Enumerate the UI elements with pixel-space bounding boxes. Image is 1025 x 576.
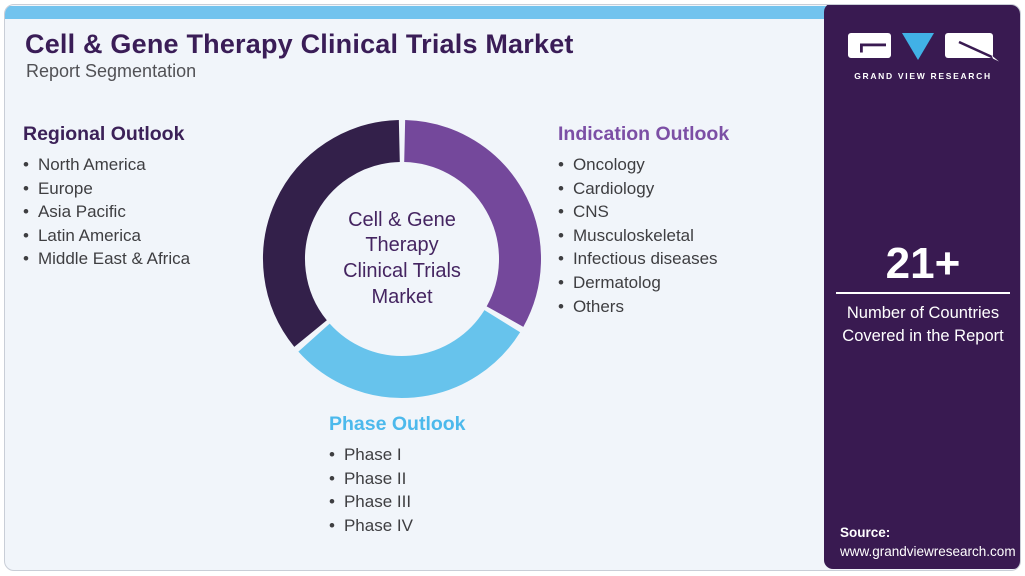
indication-outlook-heading: Indication Outlook [558, 123, 730, 145]
gvr-logo: GRAND VIEW RESEARCH [845, 31, 1001, 81]
list-item: Phase I [329, 443, 466, 467]
list-item: Musculoskeletal [558, 224, 729, 248]
list-item: Middle East & Africa [23, 247, 190, 271]
donut-center-line: Therapy [365, 234, 439, 257]
donut-segment-regional-outlook [263, 120, 401, 347]
list-item: Phase II [329, 467, 466, 491]
regional-outlook-panel: Regional Outlook North AmericaEuropeAsia… [23, 123, 190, 271]
list-item: Infectious diseases [558, 247, 729, 271]
donut-segment-indication-outlook [403, 120, 541, 327]
source-url: www.grandviewresearch.com [840, 544, 1016, 559]
countries-stat: 21+ Number of Countries Covered in the R… [824, 239, 1020, 348]
list-item: Asia Pacific [23, 200, 190, 224]
regional-outlook-list: North AmericaEuropeAsia PacificLatin Ame… [23, 153, 190, 271]
gvr-logo-text: GRAND VIEW RESEARCH [854, 71, 992, 81]
stat-label-line: Number of Countries [846, 304, 1000, 322]
source-label: Source: [840, 525, 891, 540]
report-card: Cell & Gene Therapy Clinical Trials Mark… [4, 4, 1021, 571]
list-item: Europe [23, 177, 190, 201]
donut-segment-phase-outlook [298, 309, 521, 398]
phase-outlook-heading: Phase Outlook [329, 413, 466, 435]
indication-outlook-list: OncologyCardiologyCNSMusculoskeletalInfe… [558, 153, 729, 318]
donut-center-line: Clinical Trials [343, 260, 461, 282]
donut-rings [263, 120, 541, 398]
stat-label-line: Covered in the Report [842, 327, 1004, 345]
list-item: Phase III [329, 490, 466, 514]
gvr-logo-mark [848, 33, 999, 62]
page-title: Cell & Gene Therapy Clinical Trials Mark… [25, 29, 574, 59]
stat-divider [836, 292, 1010, 294]
donut-chart: Cell & Gene Therapy Clinical Trials Mark… [261, 118, 543, 400]
top-accent-strip [5, 6, 830, 19]
donut-center-line: Cell & Gene [348, 208, 456, 231]
phase-outlook-list: Phase IPhase IIPhase IIIPhase IV [329, 443, 466, 537]
donut-center-label: Cell & Gene Therapy Clinical Trials Mark… [261, 118, 543, 400]
stat-label: Number of Countries Covered in the Repor… [824, 302, 1020, 348]
sidebar: GRAND VIEW RESEARCH 21+ Number of Countr… [824, 5, 1020, 569]
list-item: Oncology [558, 153, 729, 177]
regional-outlook-heading: Regional Outlook [23, 123, 185, 145]
list-item: Dermatolog [558, 271, 729, 295]
phase-outlook-panel: Phase Outlook Phase IPhase IIPhase IIIPh… [329, 413, 466, 537]
stat-value: 21+ [885, 239, 961, 288]
page-subtitle: Report Segmentation [26, 61, 197, 81]
list-item: Latin America [23, 224, 190, 248]
list-item: Others [558, 295, 729, 319]
list-item: North America [23, 153, 190, 177]
donut-center-line: Market [371, 285, 433, 308]
list-item: Cardiology [558, 177, 729, 201]
list-item: Phase IV [329, 514, 466, 538]
source-block: Source: www.grandviewresearch.com [840, 523, 1016, 561]
indication-outlook-panel: Indication Outlook OncologyCardiologyCNS… [558, 123, 729, 318]
list-item: CNS [558, 200, 729, 224]
